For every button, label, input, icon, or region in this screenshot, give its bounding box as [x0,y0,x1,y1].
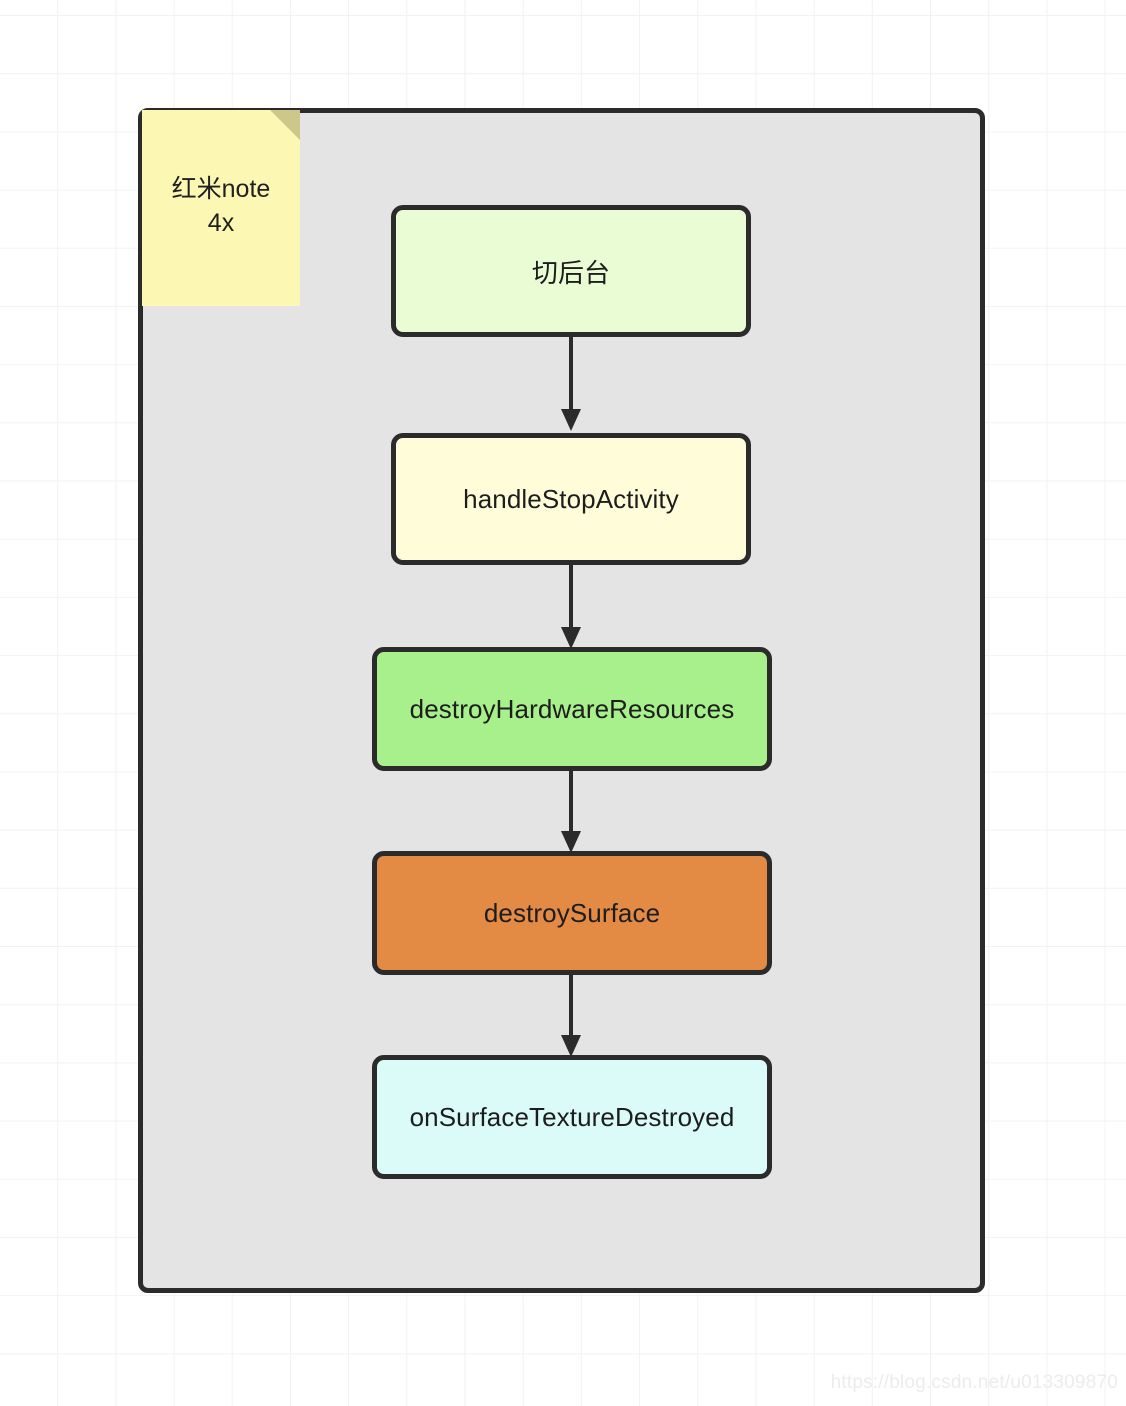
flow-arrow-3-to-4 [561,975,581,1057]
arrow-head-icon [561,409,581,431]
flow-node-label: destroySurface [483,897,661,928]
sticky-note-label: 红米note 4x [171,175,271,237]
arrow-shaft [569,565,573,627]
arrow-head-icon [561,1035,581,1057]
arrow-shaft [569,771,573,831]
flow-node-destroy-hardware-resources[interactable]: destroyHardwareResources [372,647,772,771]
flow-arrow-2-to-3 [561,771,581,853]
flow-arrow-0-to-1 [561,337,581,431]
flow-node-label: 切后台 [531,257,611,288]
flow-node-destroy-surface[interactable]: destroySurface [372,851,772,975]
arrow-shaft [569,337,573,409]
flow-node-label: destroyHardwareResources [409,693,735,724]
sticky-note[interactable]: 红米note 4x [142,110,300,306]
flow-node-switch-to-background[interactable]: 切后台 [391,205,751,337]
flow-node-on-surface-texture-destroyed[interactable]: onSurfaceTextureDestroyed [372,1055,772,1179]
arrow-shaft [569,975,573,1035]
arrow-head-icon [561,831,581,853]
watermark-text: https://blog.csdn.net/u013309870 [830,1372,1118,1393]
flow-node-handle-stop-activity[interactable]: handleStopActivity [391,433,751,565]
flow-arrow-1-to-2 [561,565,581,649]
arrow-head-icon [561,627,581,649]
sticky-note-fold-icon [270,110,300,140]
flow-node-label: handleStopActivity [463,483,679,514]
flow-node-label: onSurfaceTextureDestroyed [409,1101,735,1132]
